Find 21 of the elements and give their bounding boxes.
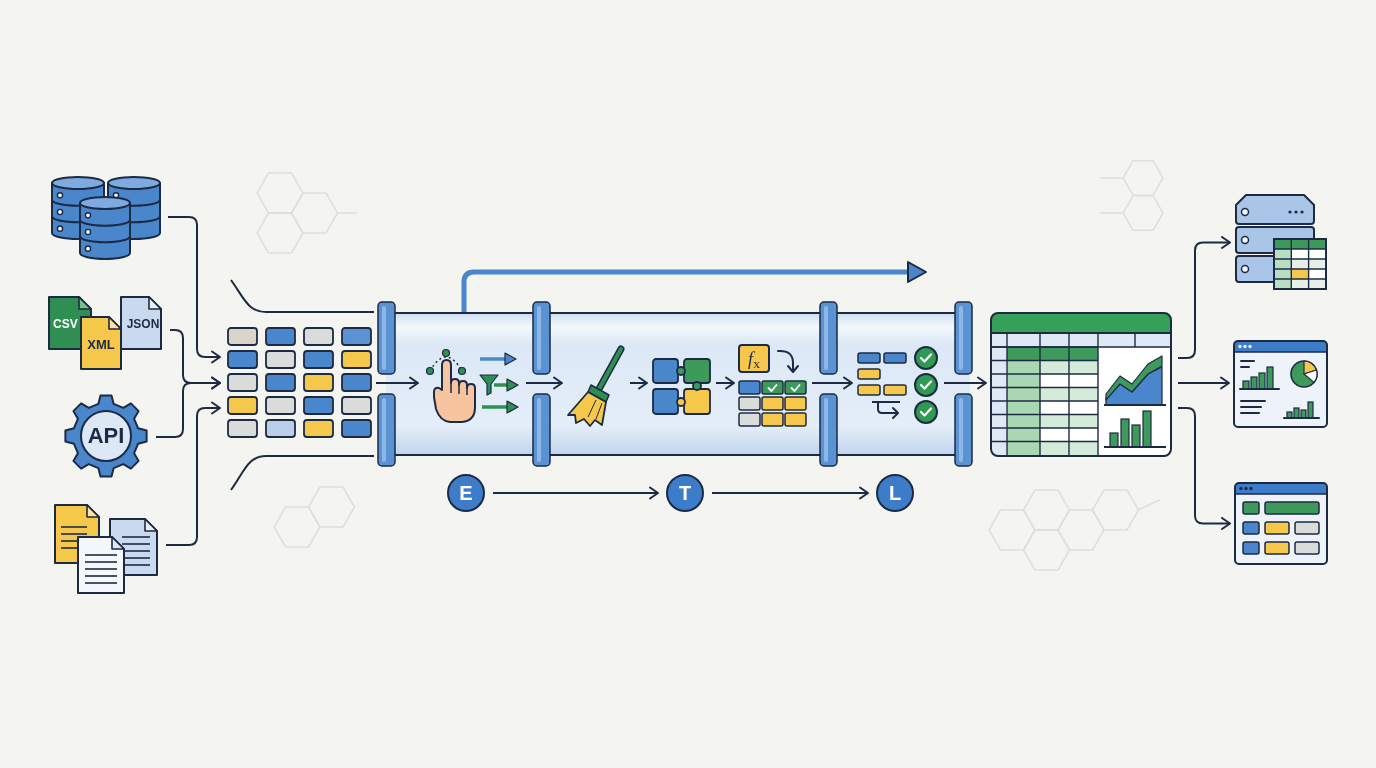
arrow: [1177, 376, 1230, 390]
file-type-label: CSV: [53, 318, 78, 330]
arrow: [375, 376, 419, 390]
file-type-label: JSON: [126, 318, 160, 330]
arrow: [811, 376, 853, 390]
arrow: [715, 376, 735, 390]
pipe: [386, 312, 970, 456]
arrow: [492, 486, 659, 500]
arrow: [1177, 236, 1231, 359]
file-type-label: XML: [87, 338, 115, 351]
arrow: [165, 401, 221, 546]
api-label: API: [87, 425, 125, 447]
arrow: [1177, 407, 1231, 530]
arrow: [711, 486, 869, 500]
thick-arrow: [461, 261, 927, 312]
function-symbol: f$_{x}$: [738, 344, 770, 373]
arrow: [167, 216, 221, 364]
arrow: [629, 376, 648, 390]
arrow: [525, 376, 563, 390]
arrow: [943, 376, 987, 390]
arrow: [155, 376, 221, 438]
